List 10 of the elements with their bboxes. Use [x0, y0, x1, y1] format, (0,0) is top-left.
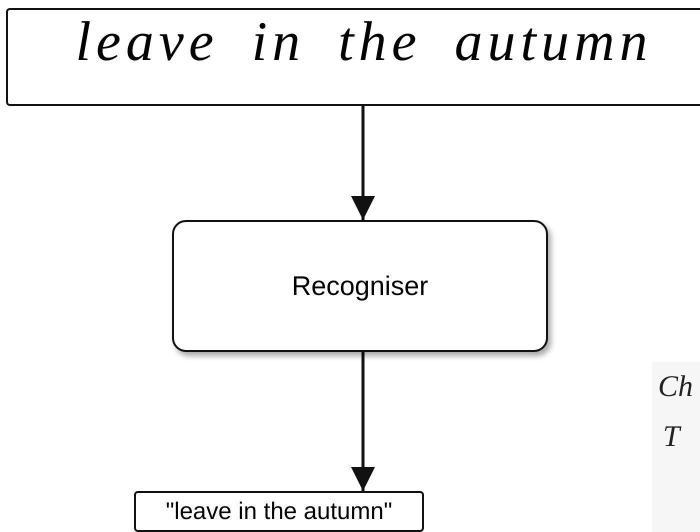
output-box: [134, 491, 424, 532]
handwritten-note: T: [663, 420, 680, 454]
node-label: "leave in the autumn": [166, 498, 392, 526]
double-arrow: [351, 352, 375, 491]
node-label: Recogniser: [292, 270, 428, 302]
double-arrow: [351, 106, 375, 220]
node-label: leave in the autumn: [75, 10, 653, 74]
input-box: [6, 8, 700, 106]
handwritten-note: Ch: [658, 370, 694, 404]
process-box: [172, 220, 548, 352]
